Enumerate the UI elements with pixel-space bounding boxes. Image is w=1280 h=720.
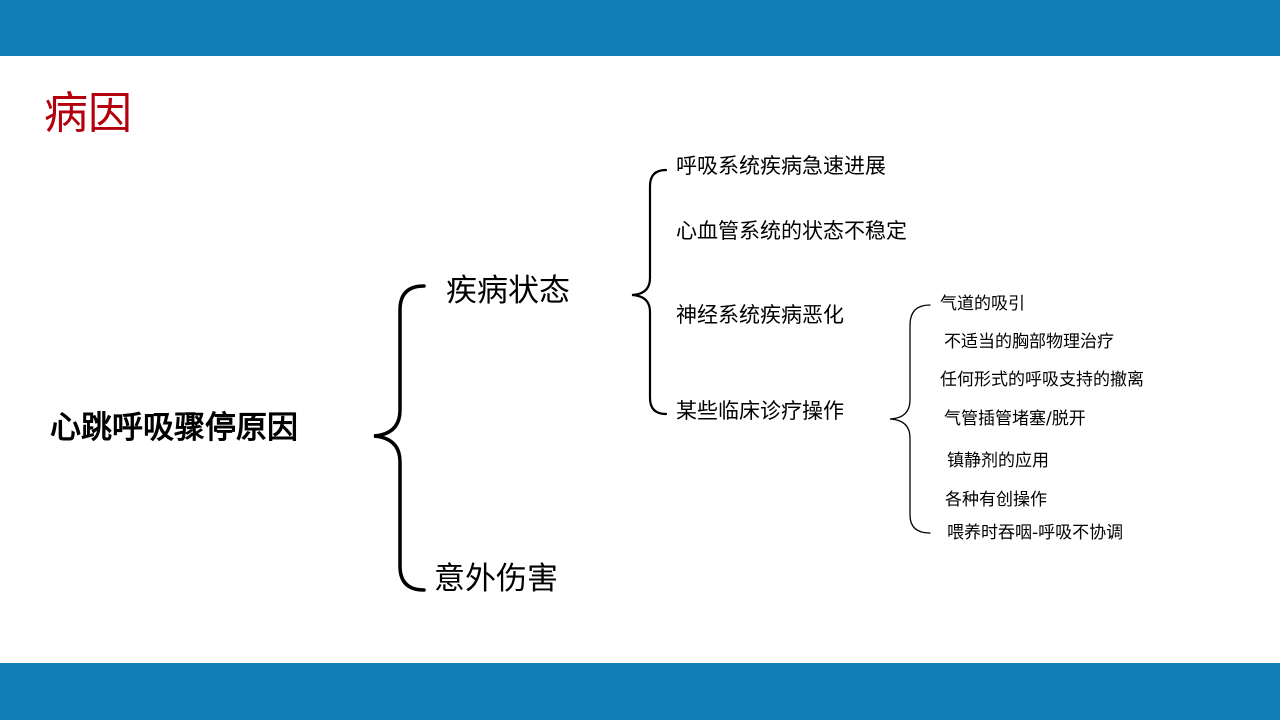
level1-disease: 疾病状态: [446, 273, 570, 309]
procedure-item: 各种有创操作: [945, 490, 1047, 510]
procedure-item: 不适当的胸部物理治疗: [944, 332, 1114, 352]
top-band: [0, 0, 1280, 56]
procedure-item: 气道的吸引: [940, 294, 1025, 314]
disease-item: 某些临床诊疗操作: [676, 399, 844, 423]
slide-title: 病因: [44, 88, 132, 139]
procedure-item: 任何形式的呼吸支持的撤离: [940, 370, 1144, 390]
root-brace: [373, 284, 426, 592]
root-node: 心跳呼吸骤停原因: [50, 410, 298, 446]
procedure-brace: [889, 304, 931, 534]
procedure-item: 气管插管堵塞/脱开: [944, 409, 1086, 429]
procedure-item: 镇静剂的应用: [947, 451, 1049, 471]
disease-brace: [631, 168, 668, 416]
disease-item: 呼吸系统疾病急速进展: [676, 154, 886, 178]
disease-item: 神经系统疾病恶化: [676, 303, 844, 327]
disease-item: 心血管系统的状态不稳定: [676, 219, 907, 243]
procedure-item: 喂养时吞咽-呼吸不协调: [947, 523, 1124, 543]
level1-injury: 意外伤害: [434, 561, 558, 597]
bottom-band: [0, 663, 1280, 720]
